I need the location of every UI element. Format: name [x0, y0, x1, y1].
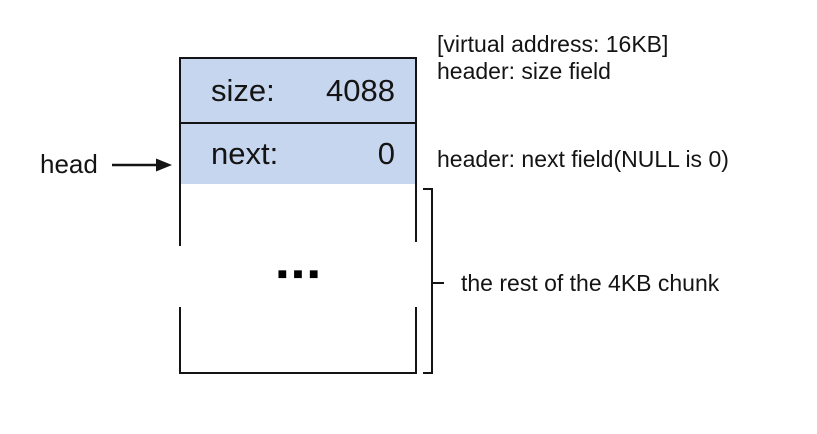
rest-border-right-top — [415, 184, 417, 242]
annotation-virtual-address: [virtual address: 16KB] — [437, 31, 669, 57]
bracket-top-lip — [423, 188, 433, 190]
next-header-row: next: 0 — [179, 122, 417, 186]
rest-of-chunk-region: ■■■ — [179, 184, 417, 374]
rest-border-left-top — [179, 184, 181, 246]
next-field-value: 0 — [377, 136, 395, 171]
rest-border-bottom — [179, 372, 417, 374]
ellipsis-icon: ■■■ — [277, 266, 325, 283]
annotation-top-block: [virtual address: 16KB] header: size fie… — [437, 31, 668, 85]
annotation-header-next: header: next field(NULL is 0) — [437, 146, 729, 172]
bracket-middle-tick — [433, 282, 444, 284]
head-arrow-icon — [112, 158, 172, 172]
size-field-value: 4088 — [326, 72, 395, 108]
bracket-vertical-line — [431, 188, 433, 374]
next-field-label: next: — [211, 136, 279, 171]
size-field-label: size: — [211, 72, 275, 108]
head-pointer-label: head — [40, 149, 98, 179]
annotation-header-size: header: size field — [437, 58, 611, 84]
memory-chunk-box: size: 4088 next: 0 ■■■ — [179, 57, 417, 374]
bracket-bottom-lip — [423, 372, 433, 374]
head-arrow-head — [156, 158, 172, 172]
rest-border-left-bottom — [179, 307, 181, 374]
rest-border-right-bottom — [415, 307, 417, 374]
annotation-rest-of-chunk: the rest of the 4KB chunk — [461, 270, 720, 296]
size-header-row: size: 4088 — [179, 57, 417, 124]
